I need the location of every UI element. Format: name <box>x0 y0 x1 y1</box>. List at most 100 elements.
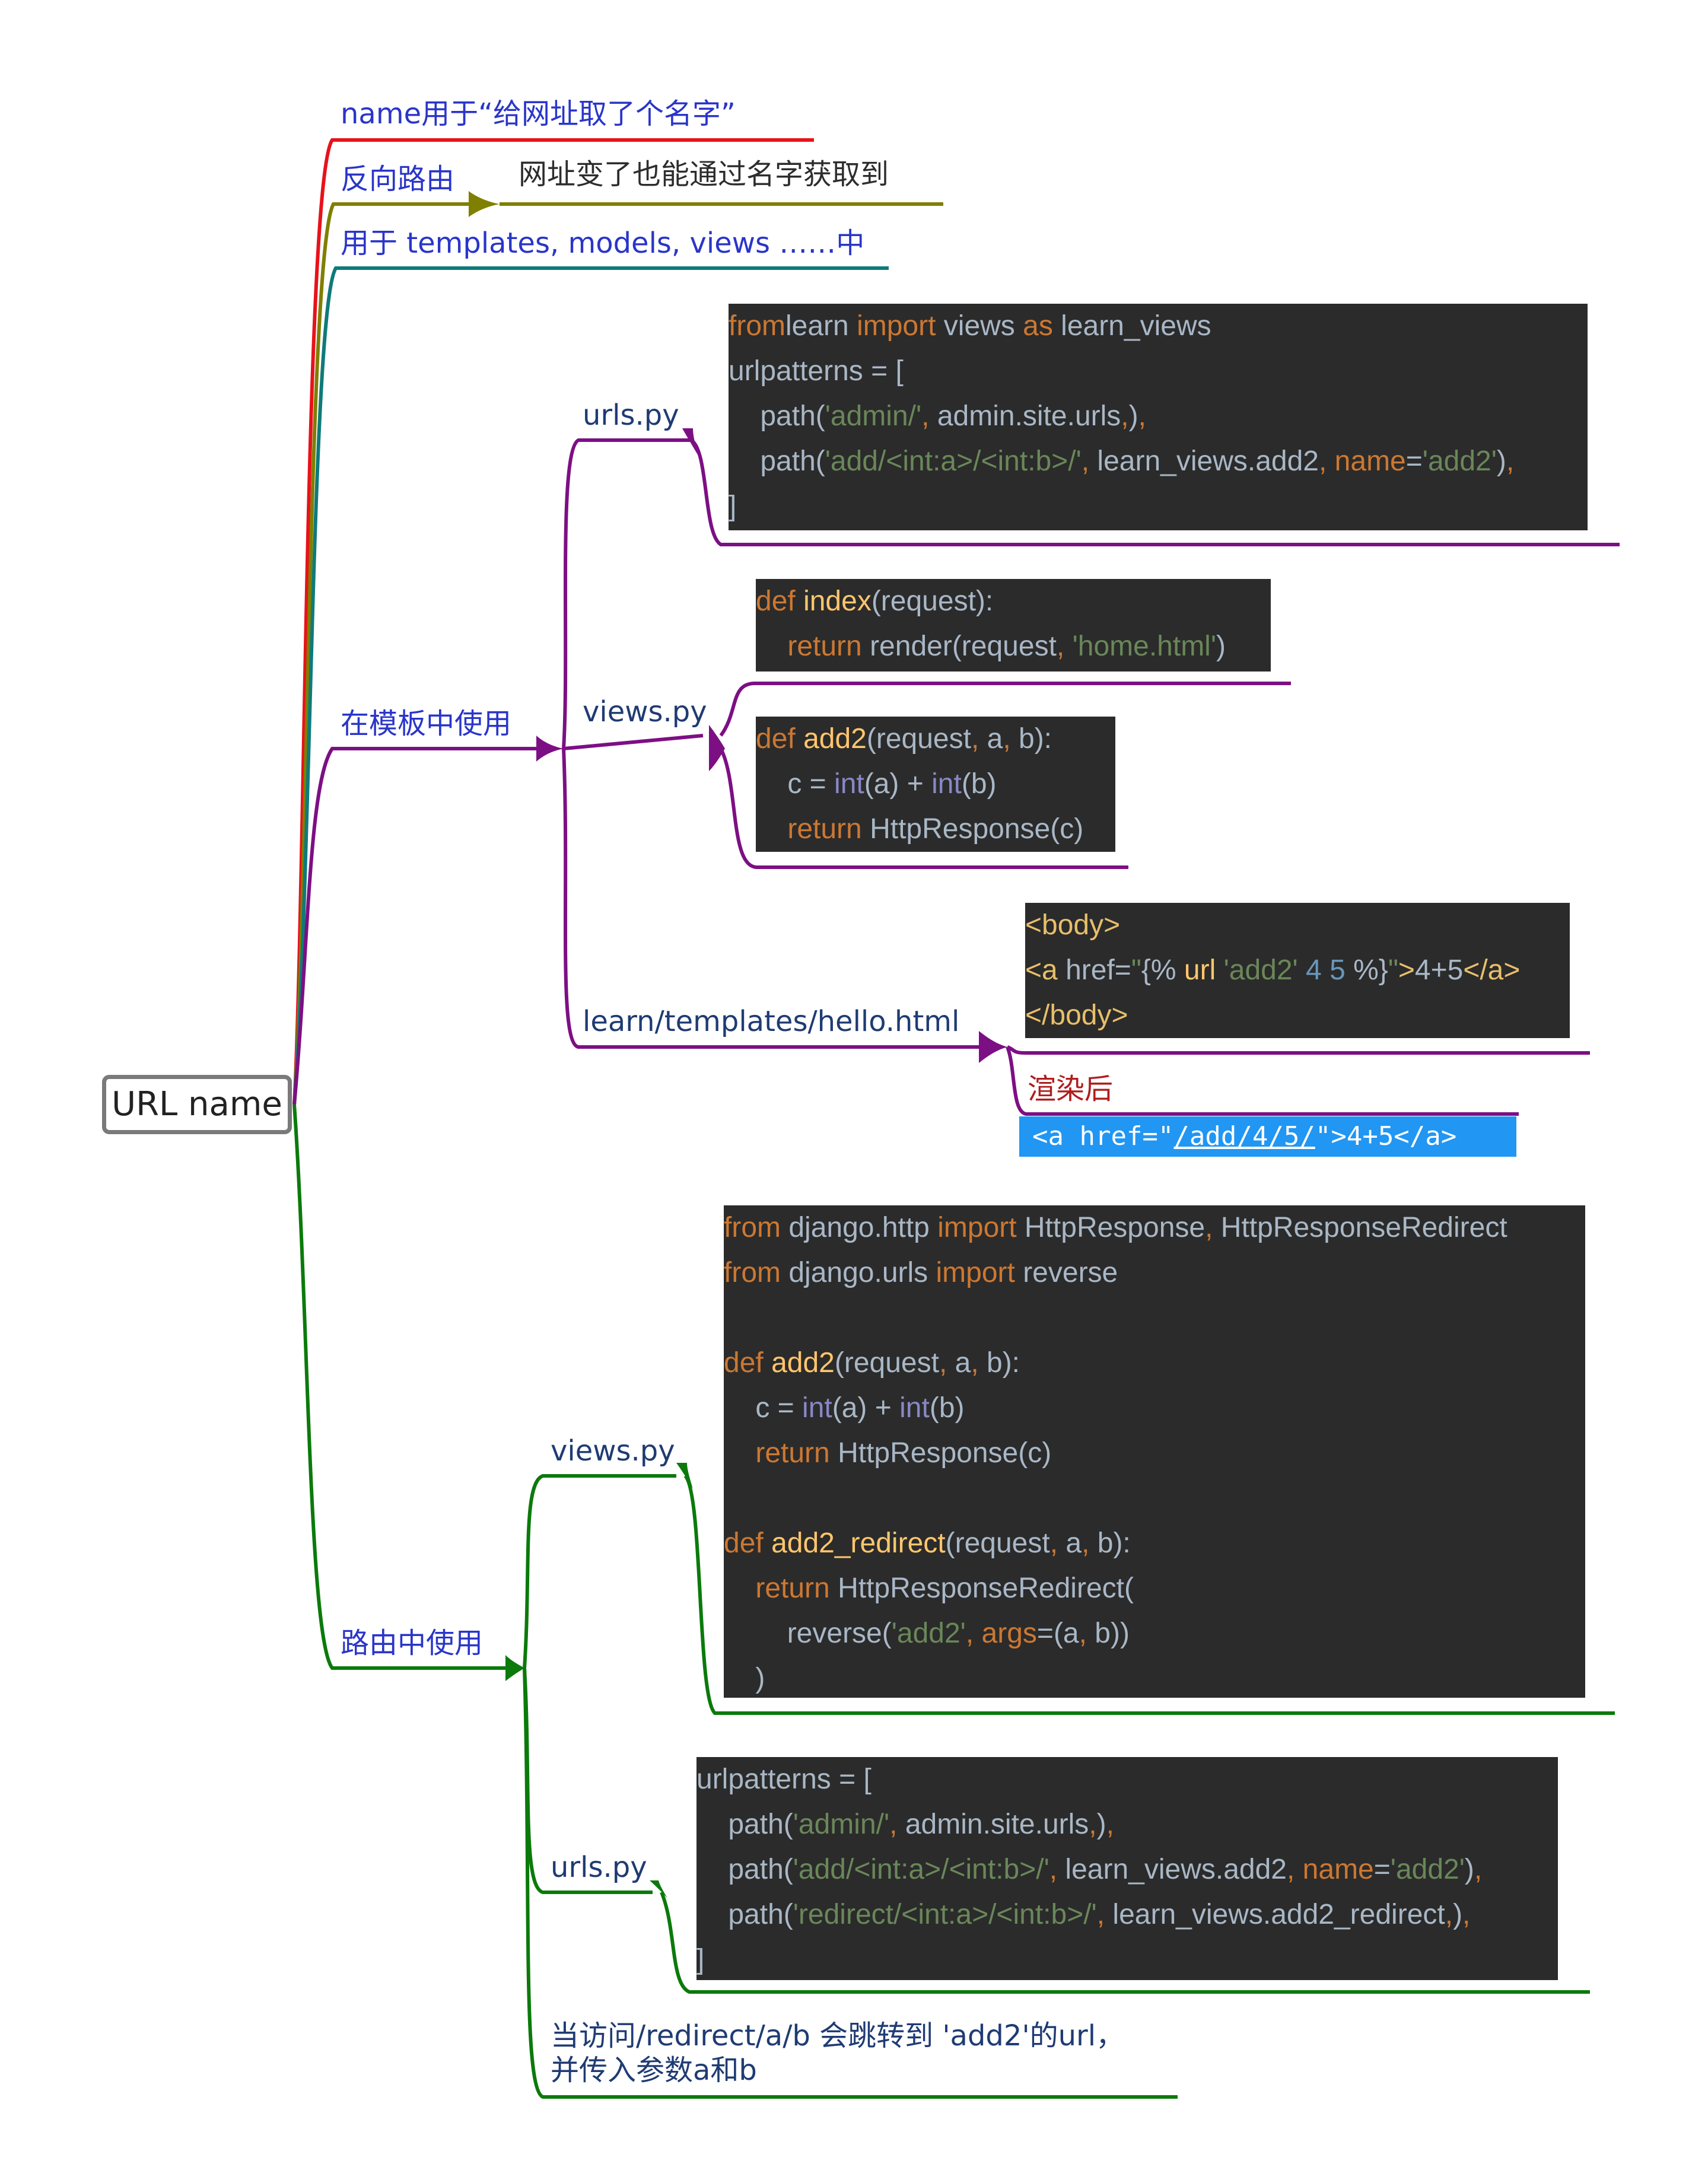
root-node[interactable]: URL name <box>102 1075 292 1134</box>
code-token: , <box>1138 400 1146 432</box>
code-line: c = int(a) + int(b) <box>724 1386 1585 1431</box>
code-line: def add2_redirect(request, a, b): <box>724 1521 1585 1566</box>
code-token: , <box>1096 1899 1105 1930</box>
reverse-routing-node[interactable]: 反向路由 <box>341 163 455 196</box>
code-token: admin.site.urls <box>897 1809 1089 1840</box>
code-token: 'admin/' <box>793 1809 890 1840</box>
code-token: ) <box>724 1663 765 1694</box>
code-token: , <box>1089 1809 1097 1840</box>
template-urls-file-node[interactable]: urls.py <box>583 399 679 432</box>
code-token: render(request <box>861 631 1057 662</box>
code-token: 'add2' <box>891 1618 966 1649</box>
code-token: (a) + <box>864 768 932 800</box>
code-token: def <box>724 1347 772 1379</box>
code-token: HttpResponse(c) <box>829 1437 1052 1469</box>
code-token: learn_views <box>1052 310 1211 342</box>
code-token: , <box>1106 1809 1114 1840</box>
code-token: " <box>1131 954 1141 986</box>
code-token: reverse( <box>724 1618 892 1649</box>
code-token: 'add2' <box>1422 445 1497 477</box>
template-views-file-node[interactable]: views.py <box>583 695 707 728</box>
used-in-note[interactable]: 用于 templates, models, views ……中 <box>341 227 865 260</box>
code-line: path('admin/', admin.site.urls,), <box>696 1802 1558 1847</box>
code-token: , <box>1319 445 1327 477</box>
code-token: def <box>724 1527 772 1559</box>
code-line: def index(request): <box>756 579 1271 624</box>
template-html-file-node[interactable]: learn/templates/hello.html <box>583 1005 960 1038</box>
code-token: , <box>1003 723 1011 755</box>
code-token: c = <box>724 1392 803 1424</box>
code-token: , <box>939 1347 947 1379</box>
code-token: b): <box>1089 1527 1131 1559</box>
code-token: from <box>729 310 785 342</box>
code-token: 'add/<int:a>/<int:b>/' <box>793 1854 1049 1885</box>
code-token: django.http <box>781 1212 938 1243</box>
code-token <box>724 1437 755 1469</box>
code-token: admin.site.urls <box>929 400 1121 432</box>
redirect-note-line-2[interactable]: 并传入参数a和b <box>551 2054 757 2087</box>
code-token: %} <box>1345 954 1388 986</box>
code-token: args <box>974 1618 1037 1649</box>
reverse-routing-detail[interactable]: 网址变了也能通过名字获取到 <box>519 158 889 191</box>
code-line: return render(request, 'home.html') <box>756 624 1271 669</box>
code-token: name <box>1327 445 1406 477</box>
code-token: , <box>1079 1618 1087 1649</box>
code-token: ] <box>696 1944 705 1975</box>
code-token: b): <box>1010 723 1052 755</box>
code-token: " <box>1388 954 1398 986</box>
code-token: = <box>1373 1854 1391 1885</box>
code-token: <a <box>1025 954 1058 986</box>
code-token: urlpatterns = [ <box>696 1764 872 1795</box>
code-token: {% <box>1141 954 1184 986</box>
code-line: ) <box>724 1656 1585 1698</box>
code-token: 4+5 <box>1414 954 1464 986</box>
code-token: 'admin/' <box>825 400 922 432</box>
code-line: path('add/<int:a>/<int:b>/', learn_views… <box>729 439 1588 484</box>
code-line: path('redirect/<int:a>/<int:b>/', learn_… <box>696 1892 1558 1937</box>
views-add2-code-block: def add2(request, a, b): c = int(a) + in… <box>756 717 1115 852</box>
code-token: return <box>787 631 862 662</box>
name-usage-note[interactable]: name用于“给网址取了个名字” <box>341 97 736 131</box>
code-line: ] <box>729 484 1588 529</box>
code-token: a <box>947 1347 971 1379</box>
code-token: </a> <box>1463 954 1521 986</box>
code-token: HttpResponseRedirect <box>1213 1212 1507 1243</box>
code-token: path( <box>729 445 825 477</box>
code-line: ] <box>696 1937 1558 1980</box>
code-token: ) <box>1453 1899 1463 1930</box>
code-token: HttpResponse(c) <box>861 813 1084 845</box>
code-token: views <box>936 310 1023 342</box>
code-token: django.urls <box>781 1257 936 1288</box>
code-token: , <box>889 1809 898 1840</box>
code-token: int <box>899 1392 930 1424</box>
code-token: return <box>755 1437 830 1469</box>
code-line <box>724 1476 1585 1521</box>
hello-html-code-block: <body><a href="{% url 'add2' 4 5 %}">4+5… <box>1025 903 1570 1038</box>
template-branch-node[interactable]: 在模板中使用 <box>341 707 512 740</box>
routing-views-code-block: from django.http import HttpResponse, Ht… <box>724 1205 1585 1698</box>
code-token: >4+5</a> <box>1331 1121 1457 1151</box>
routing-views-file-node[interactable]: views.py <box>551 1434 675 1468</box>
code-token: as <box>1023 310 1053 342</box>
code-token: , <box>1506 445 1515 477</box>
code-line: reverse('add2', args=(a, b)) <box>724 1611 1585 1656</box>
code-token: ) <box>1096 1809 1106 1840</box>
code-token: , <box>1121 400 1129 432</box>
code-token: learn_views.add2 <box>1089 445 1319 477</box>
code-token <box>724 1573 755 1604</box>
code-token: , <box>1082 1527 1090 1559</box>
code-token: (request): <box>871 585 994 617</box>
routing-branch-node[interactable]: 路由中使用 <box>341 1627 484 1660</box>
rendered-label[interactable]: 渲染后 <box>1028 1073 1114 1106</box>
routing-urls-file-node[interactable]: urls.py <box>551 1851 647 1884</box>
code-token: (request <box>945 1527 1050 1559</box>
code-token: , <box>1462 1899 1471 1930</box>
code-token: , <box>921 400 930 432</box>
redirect-note-line-1[interactable]: 当访问/redirect/a/b 会跳转到 'add2'的url， <box>551 2019 1125 2052</box>
code-line: urlpatterns = [ <box>696 1757 1558 1802</box>
code-token: , <box>1056 631 1065 662</box>
code-token: return <box>787 813 862 845</box>
code-token: (request <box>834 1347 939 1379</box>
